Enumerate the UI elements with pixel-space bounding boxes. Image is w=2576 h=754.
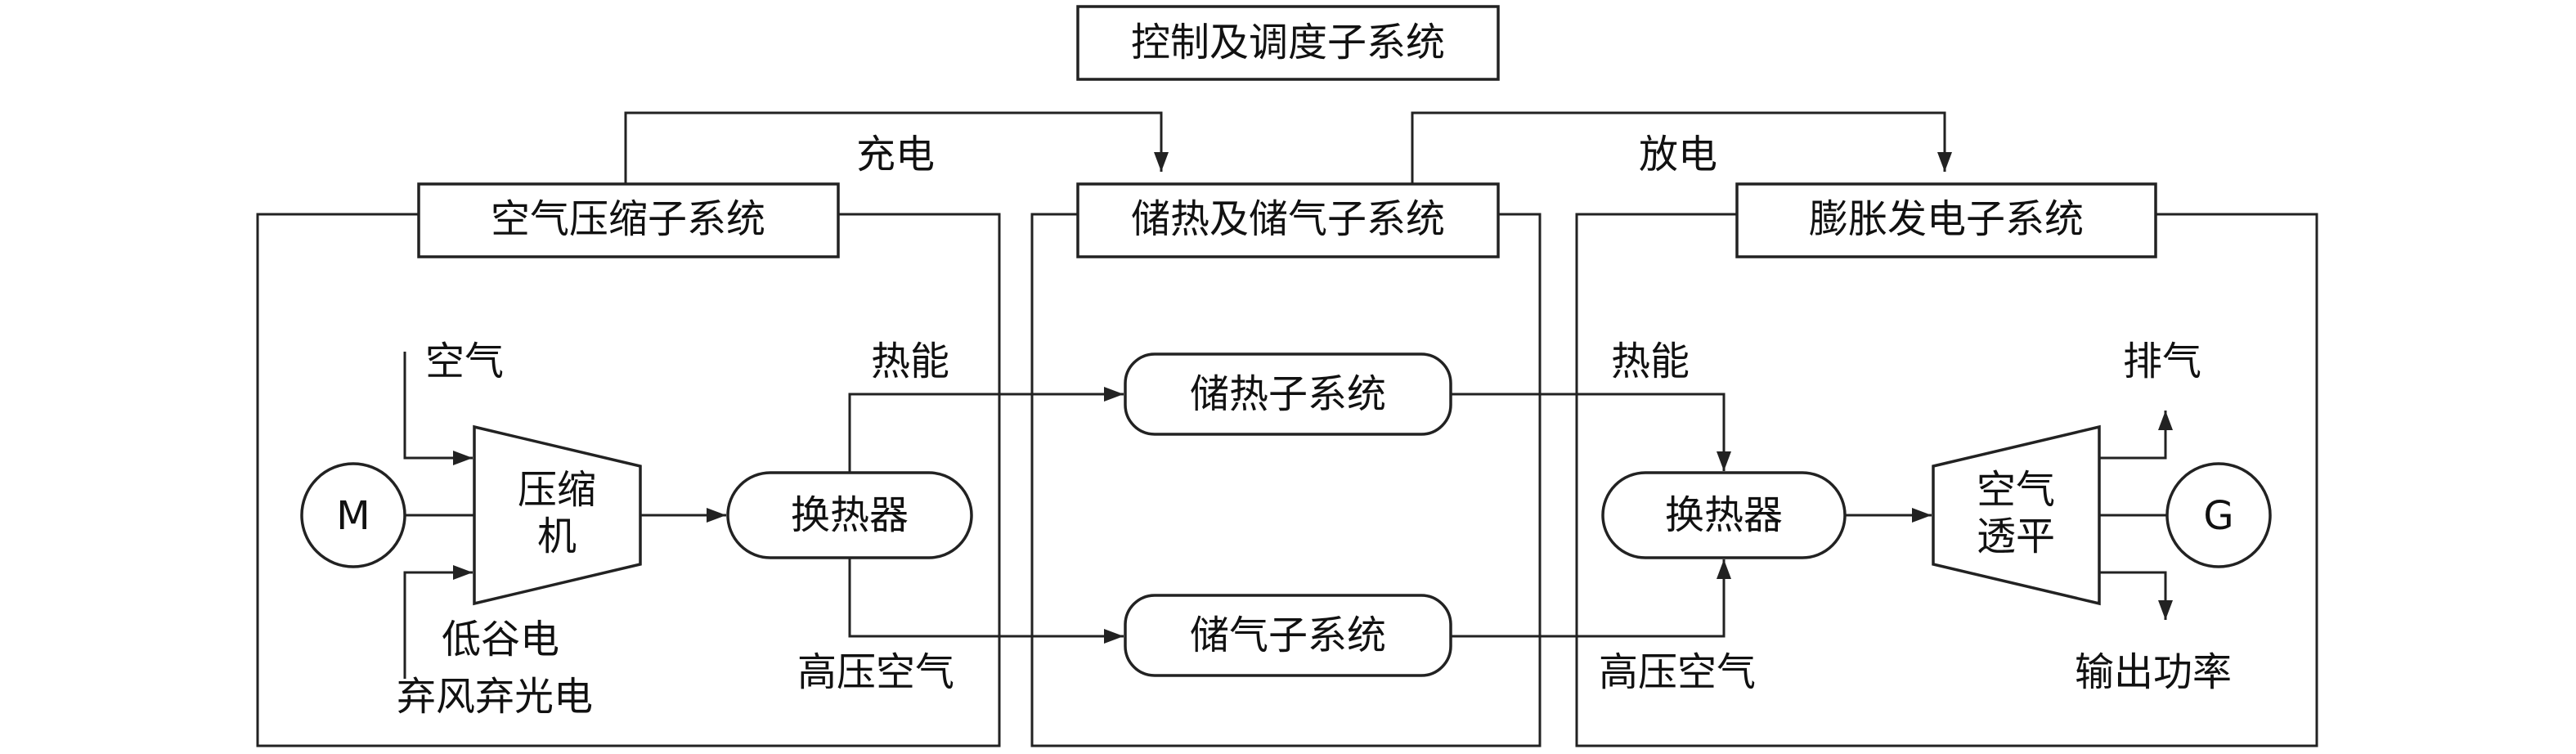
thermal-energy-out-label: 热能 <box>871 339 949 384</box>
air-inlet-line <box>403 352 473 465</box>
compression-subsystem-box <box>417 182 840 258</box>
motor-label: M <box>336 493 370 539</box>
compression-frame <box>256 213 1001 747</box>
exhaust-line <box>2099 411 2173 460</box>
heat-storage-label: 储热子系统 <box>1190 371 1386 417</box>
control-subsystem-box <box>1076 5 1500 81</box>
high-pressure-air-in-label: 高压空气 <box>1599 649 1756 695</box>
heat-exchanger-2-label: 换热器 <box>1665 492 1783 538</box>
air-turbine-label-line2: 透平 <box>1977 514 2055 559</box>
air-inlet-label: 空气 <box>425 339 504 384</box>
charge-flow-line <box>624 111 1169 184</box>
expansion-subsystem-title: 膨胀发电子系统 <box>1809 196 2084 242</box>
compressor-shape <box>473 424 642 606</box>
air-turbine-label-line1: 空气 <box>1977 467 2055 513</box>
storage-frame <box>1030 213 1542 747</box>
expansion-frame <box>1575 213 2318 747</box>
heat-exchanger-1-label: 换热器 <box>791 492 909 538</box>
discharge-flow-line <box>1411 111 1952 184</box>
heat-storage-to-hx-line <box>1451 393 1731 471</box>
valley-power-label: 低谷电 <box>442 617 559 662</box>
curtailed-power-label: 弃风弃光电 <box>397 674 593 720</box>
power-input-line <box>403 565 473 679</box>
generator-circle <box>2165 462 2272 568</box>
control-subsystem-title: 控制及调度子系统 <box>1131 20 1445 65</box>
power-output-label: 输出功率 <box>2075 649 2232 695</box>
discharge-label: 放电 <box>1639 132 1717 177</box>
expansion-subsystem-box <box>1735 182 2157 258</box>
compressor-label-line1: 压缩 <box>518 467 596 513</box>
gas-storage-to-hx-line <box>1451 559 1731 638</box>
compression-subsystem-title: 空气压缩子系统 <box>491 196 765 242</box>
air-turbine-shape <box>1932 424 2101 606</box>
thermal-energy-in-label: 热能 <box>1611 339 1690 384</box>
storage-subsystem-title: 储热及储气子系统 <box>1131 196 1445 242</box>
exhaust-label: 排气 <box>2123 339 2201 384</box>
thermal-to-heat-storage-line <box>848 387 1124 473</box>
storage-subsystem-box <box>1076 182 1500 258</box>
air-to-gas-storage-line <box>848 558 1124 644</box>
high-pressure-air-out-label: 高压空气 <box>797 649 954 695</box>
generator-label: G <box>2203 493 2233 539</box>
charge-label: 充电 <box>856 132 935 177</box>
gas-storage-label: 储气子系统 <box>1190 613 1386 658</box>
compressor-label-line2: 机 <box>537 514 577 559</box>
power-output-line <box>2099 571 2173 620</box>
